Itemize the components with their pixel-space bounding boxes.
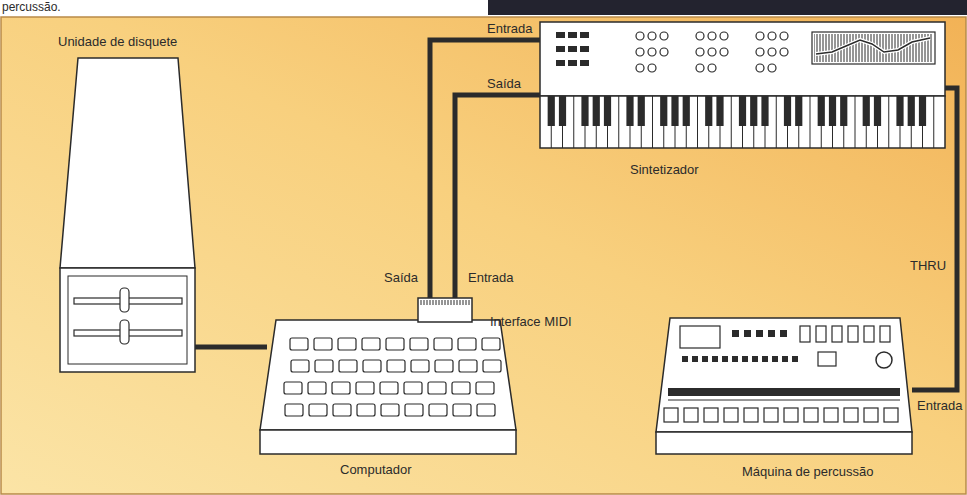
- synthesizer-node: Sintetizador: [535, 18, 955, 186]
- disk-drive-node: Unidade de disquete: [55, 34, 205, 379]
- computer-node: Computador: [255, 316, 520, 482]
- port-label: Entrada: [487, 21, 533, 37]
- page-strip: [0, 0, 967, 17]
- drum-machine-node: Máquina de percussão: [650, 316, 918, 482]
- synthesizer-drawing: [540, 22, 945, 148]
- node-label: Unidade de disquete: [58, 34, 177, 50]
- port-label: Entrada: [468, 270, 514, 286]
- computer-drawing: [260, 320, 516, 454]
- midi-cable: [195, 345, 267, 350]
- node-label: Computador: [340, 462, 412, 478]
- midi-cable: [912, 88, 957, 390]
- disk-drive-drawing: [60, 58, 195, 372]
- port-label: Entrada: [917, 398, 963, 414]
- cable-label: THRU: [910, 258, 946, 274]
- midi-cable: [430, 40, 540, 298]
- node-label: Máquina de percussão: [742, 464, 874, 480]
- port-label: Saída: [487, 76, 521, 92]
- panel-ground: [1, 17, 966, 494]
- page-text-fragment: percussão.: [2, 0, 61, 14]
- node-label: Interface MIDI: [490, 314, 572, 330]
- midi-interface-drawing: [418, 298, 472, 322]
- midi-cable: [455, 95, 540, 298]
- node-label: Sintetizador: [630, 162, 699, 178]
- port-label: Saída: [384, 270, 418, 286]
- drum-machine-drawing: [656, 318, 912, 454]
- dark-photo-edge: [488, 0, 967, 15]
- midi-interface-node: Interface MIDI: [416, 296, 596, 332]
